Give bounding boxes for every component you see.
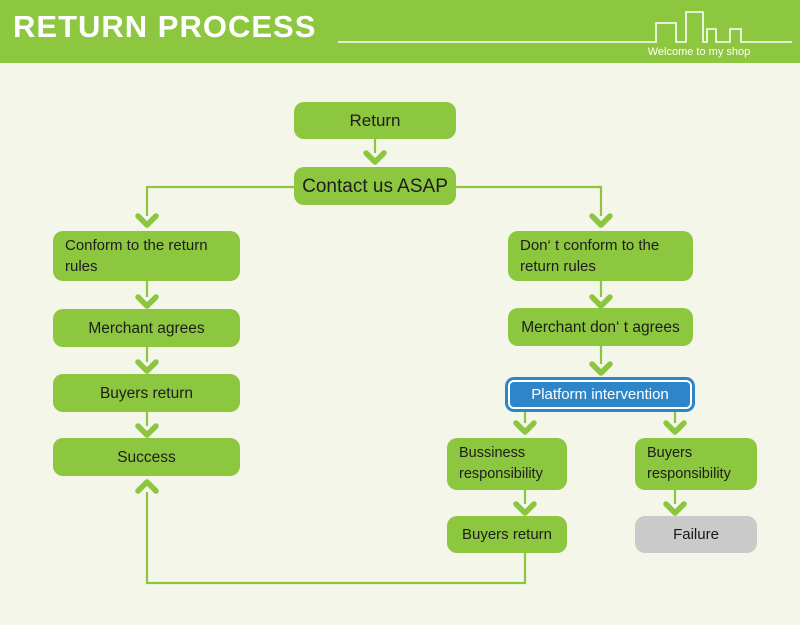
node-merchant-dont-agrees: Merchant don‘ t agrees (508, 308, 693, 346)
node-conform-rules: Conform to the return rules (53, 231, 240, 281)
node-return: Return (294, 102, 456, 139)
node-label: Success (117, 448, 176, 466)
node-label: Contact us ASAP (302, 175, 448, 197)
arrowhead-up (135, 479, 159, 494)
arrowhead (513, 420, 537, 435)
arrowhead (663, 501, 687, 516)
node-success: Success (53, 438, 240, 476)
node-label: Merchant agrees (88, 319, 205, 337)
node-label: Failure (673, 526, 719, 543)
connector-contact-dontconform (456, 185, 603, 216)
node-buyers-return-right: Buyers return (447, 516, 567, 553)
header-banner: RETURN PROCESS Welcome to my shop (0, 0, 800, 63)
arrowhead (513, 501, 537, 516)
node-contact-us-asap: Contact us ASAP (294, 167, 456, 205)
node-merchant-agrees: Merchant agrees (53, 309, 240, 347)
node-label: Conform to the return rules (65, 237, 208, 275)
arrowhead (135, 359, 159, 374)
node-label: Buyers return (461, 526, 553, 543)
node-dont-conform-rules: Don‘ t conform to the return rules (508, 231, 693, 281)
node-buyers-return-left: Buyers return (53, 374, 240, 412)
node-label: Platform intervention (531, 386, 669, 403)
node-label: Don‘ t conform to the return rules (520, 237, 660, 275)
node-label: Bussiness responsibility (459, 445, 543, 482)
node-failure: Failure (635, 516, 757, 553)
arrowhead (663, 420, 687, 435)
arrowhead (135, 423, 159, 438)
node-label: Buyers return (99, 384, 194, 402)
arrowhead (135, 213, 159, 228)
node-label: Return (349, 111, 401, 130)
connector-contact-conform (145, 185, 294, 216)
arrowhead (135, 294, 159, 309)
node-buyers-responsibility: Buyers responsibility (635, 438, 757, 490)
arrowhead (589, 361, 613, 376)
header-tagline: Welcome to my shop (647, 46, 751, 58)
node-label: Buyers responsibility (647, 445, 731, 482)
skyline-icon (338, 11, 792, 43)
node-platform-intervention: Platform intervention (505, 377, 695, 412)
page-title: RETURN PROCESS (13, 9, 317, 44)
arrowhead (363, 150, 387, 165)
node-label: Merchant don‘ t agrees (521, 318, 680, 336)
arrowhead (589, 213, 613, 228)
platform-inner-frame: Platform intervention (508, 380, 692, 409)
node-business-responsibility: Bussiness responsibility (447, 438, 567, 490)
arrowhead (589, 294, 613, 309)
